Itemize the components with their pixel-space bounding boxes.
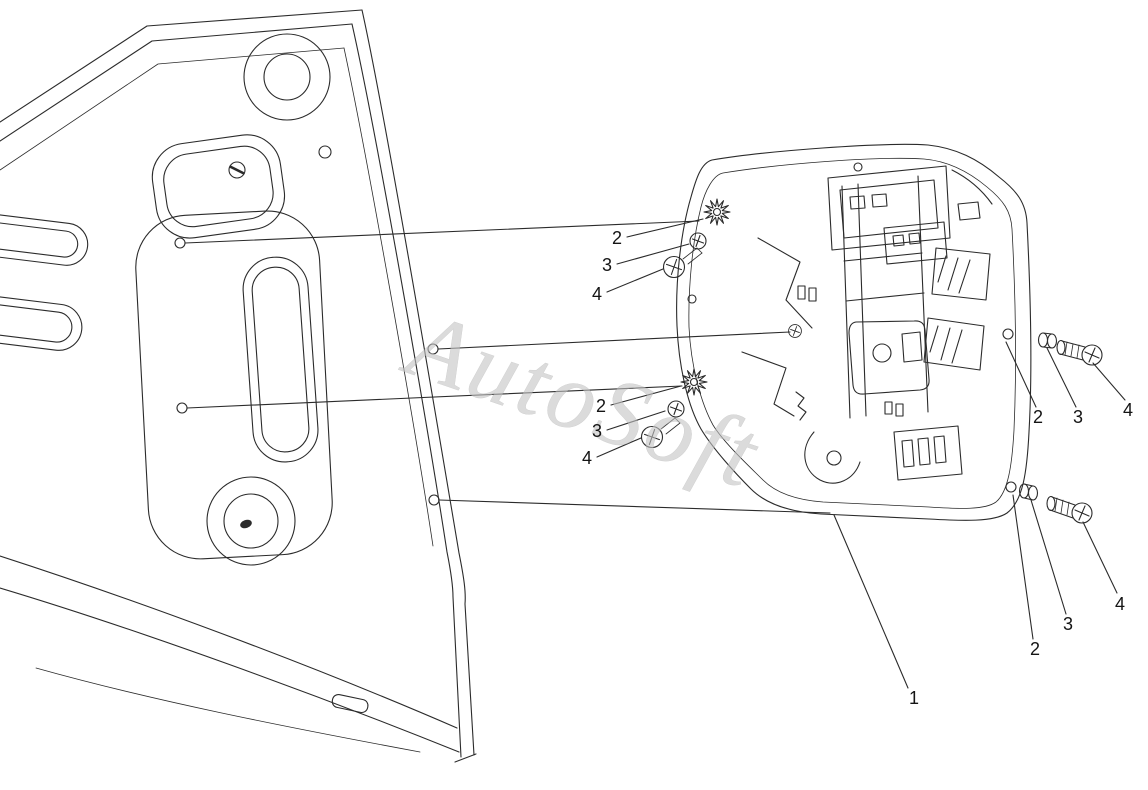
washer-bottom-right-icon: [1018, 483, 1039, 501]
callout-bottom-right-4: 4: [1115, 594, 1125, 614]
latch-cover-outline: [676, 143, 1032, 521]
door-inner-panel: [0, 9, 477, 763]
rivet-slot: [229, 165, 245, 175]
latch-module: [676, 143, 1032, 521]
drain-hole-outer: [206, 476, 296, 566]
panel-bottom-corner: [454, 753, 477, 763]
fasteners: [640, 198, 1103, 524]
bottom-pad: [331, 693, 369, 714]
callout-upper-left-4: 4: [592, 284, 602, 304]
callout-bottom-right-2: 2: [1030, 639, 1040, 659]
plate-screw-icon: [788, 324, 802, 338]
mounting-hole-2: [176, 402, 188, 414]
panel-outer-right-edge: [361, 9, 475, 756]
callout-right-3: 3: [1073, 407, 1083, 427]
washer-screw-upper-icon: [689, 232, 707, 250]
plate-hole-right-lower: [1005, 481, 1017, 493]
phillips-screw-upper-icon: [662, 255, 686, 279]
door-bottom-contour-2: [0, 587, 460, 753]
panel-rivet: [228, 161, 246, 179]
panel-inner-right-edge: [351, 23, 462, 758]
access-hole-inner: [263, 53, 311, 101]
callout-part-1: 1: [909, 688, 919, 708]
handle-cup: [151, 134, 286, 239]
latch-mechanism: [687, 162, 993, 484]
mounting-hole-4: [428, 494, 440, 506]
mounting-hole-1: [174, 237, 186, 249]
panel-recess-right: [343, 47, 434, 547]
callout-mid-left-2: 2: [596, 396, 606, 416]
panel-outer-edge: [0, 9, 363, 123]
callout-mid-left-4: 4: [582, 448, 592, 468]
center-slot: [242, 256, 319, 463]
door-bottom-contour-3: [35, 667, 421, 753]
callout-mid-left-3: 3: [592, 421, 602, 441]
pocket-recess: [135, 210, 333, 560]
door-bottom-contour-1: [0, 555, 458, 729]
bolt-right-icon: [1056, 339, 1103, 366]
callout-bottom-right-3: 3: [1063, 614, 1073, 634]
drain-plug: [240, 519, 252, 529]
panel-recess-contour: [0, 47, 345, 171]
latch-cover-inner-line: [688, 157, 1016, 509]
bolt-bottom-right-icon: [1046, 495, 1093, 524]
leader-lines: [184, 218, 1126, 689]
drain-hole-inner: [223, 493, 279, 549]
callout-right-4: 4: [1123, 400, 1133, 420]
callout-upper-left-2: 2: [612, 228, 622, 248]
washer-right-icon: [1037, 332, 1058, 349]
panel-inner-edge: [0, 23, 353, 142]
armrest-rib-2: [0, 295, 83, 351]
callout-upper-left-3: 3: [602, 255, 612, 275]
access-hole-outer: [243, 33, 331, 121]
callout-labels: 2 3 4 2 3 4 2 3 4 4 3 2 1: [582, 228, 1133, 708]
callout-right-2: 2: [1033, 407, 1043, 427]
watermark-text: AutoSoft: [391, 288, 774, 509]
armrest-rib-1: [0, 213, 89, 266]
plate-hole-right-upper: [1002, 328, 1014, 340]
lock-washer-upper-icon: [703, 198, 731, 226]
fastener-hole-small: [318, 145, 332, 159]
